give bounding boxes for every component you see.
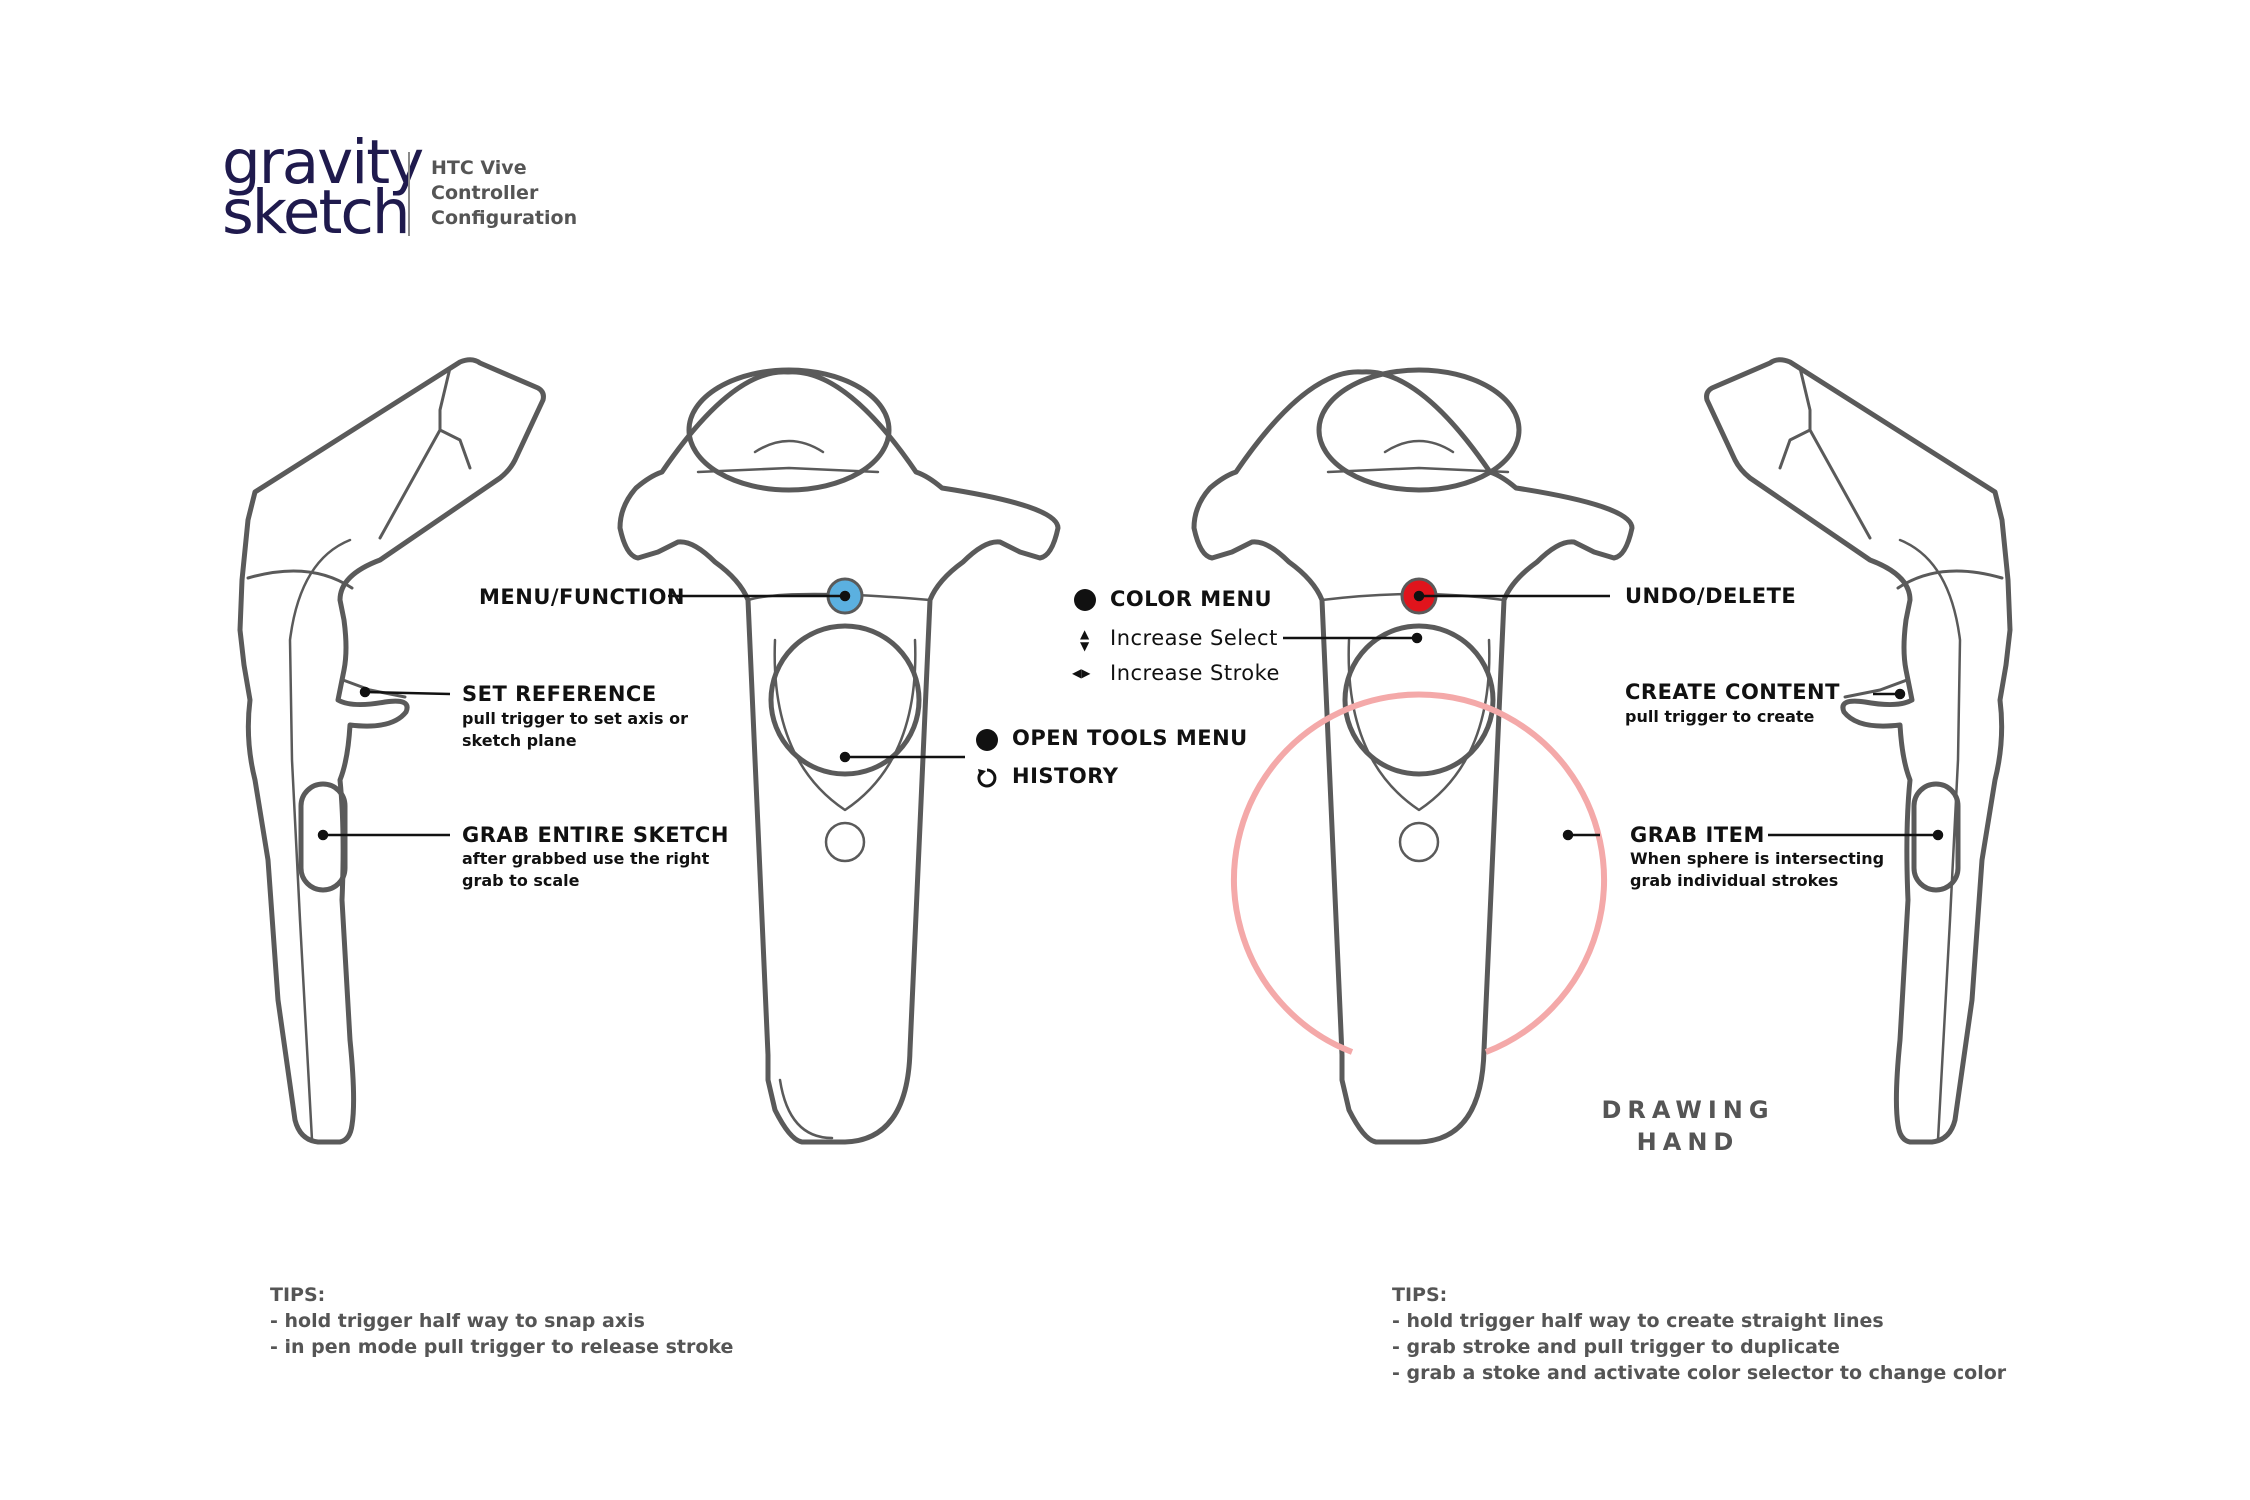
subtitle-line: Controller [431, 182, 539, 204]
menu-function-label: MENU/FUNCTION [479, 585, 685, 609]
set-reference-desc: pull trigger to set axis or sketch plane [462, 708, 688, 752]
right-tips: TIPS: - hold trigger half way to create … [1392, 1282, 2006, 1386]
grab-item-desc: When sphere is intersecting grab individ… [1630, 848, 1884, 892]
create-content-desc: pull trigger to create [1625, 706, 1814, 728]
up-down-arrows-icon: ▲▼ [1080, 627, 1090, 653]
desc-line: grab individual strokes [1630, 871, 1839, 890]
grab-entire-sketch-label: GRAB ENTIRE SKETCH [462, 823, 729, 847]
right-controller-side-view [1704, 357, 2013, 1145]
set-reference-label: SET REFERENCE [462, 682, 657, 706]
logo-word-sketch: sketch [222, 177, 411, 248]
left-right-arrows-icon: ◀▶ [1072, 666, 1091, 680]
hand-label-line: DRAWING [1601, 1096, 1775, 1124]
desc-line: pull trigger to set axis or [462, 709, 689, 728]
color-menu-label: COLOR MENU [1110, 587, 1273, 611]
left-controller-side-view [237, 357, 546, 1145]
desc-line: pull trigger to create [1625, 707, 1815, 726]
desc-line: When sphere is intersecting [1630, 849, 1885, 868]
right-controller-front-view [1191, 367, 1635, 1145]
tip-item: - hold trigger half way to snap axis [270, 1310, 645, 1332]
logo-divider [408, 152, 410, 236]
increase-select-label: Increase Select [1110, 626, 1278, 650]
color-menu-dot-icon [1074, 589, 1096, 611]
subtitle-line: HTC Vive [431, 157, 527, 179]
desc-line: grab to scale [462, 871, 580, 890]
tip-item: - in pen mode pull trigger to release st… [270, 1336, 734, 1358]
open-tools-dot-icon [976, 729, 998, 751]
left-controller-front-view [617, 367, 1061, 1145]
logo-word-gravity: gravity [222, 127, 424, 198]
subtitle-line: Configuration [431, 207, 578, 229]
open-tools-menu-label: OPEN TOOLS MENU [1012, 726, 1248, 750]
tip-item: - hold trigger half way to create straig… [1392, 1310, 1884, 1332]
desc-line: after grabbed use the right [462, 849, 710, 868]
gravity-sketch-logo: gravity sketch [222, 127, 424, 248]
undo-delete-label: UNDO/DELETE [1625, 584, 1797, 608]
leader-set-reference [364, 690, 451, 696]
grab-entire-sketch-desc: after grabbed use the right grab to scal… [462, 848, 709, 892]
history-label: HISTORY [1012, 764, 1119, 788]
tip-item: - grab stroke and pull trigger to duplic… [1392, 1336, 1840, 1358]
history-icon [977, 768, 997, 788]
desc-line: sketch plane [462, 731, 577, 750]
increase-stroke-label: Increase Stroke [1110, 661, 1280, 685]
logo-subtitle: HTC Vive Controller Configuration [431, 156, 577, 231]
create-content-label: CREATE CONTENT [1625, 680, 1840, 704]
hand-label-line: HAND [1636, 1128, 1740, 1156]
grab-item-label: GRAB ITEM [1630, 823, 1765, 847]
interaction-sphere [1231, 691, 1607, 1055]
drawing-hand-label: DRAWING HAND [1568, 1094, 1808, 1158]
left-tips: TIPS: - hold trigger half way to snap ax… [270, 1282, 733, 1360]
tips-heading: TIPS: [270, 1284, 326, 1306]
tip-item: - grab a stoke and activate color select… [1392, 1362, 2007, 1384]
tips-heading: TIPS: [1392, 1284, 1448, 1306]
